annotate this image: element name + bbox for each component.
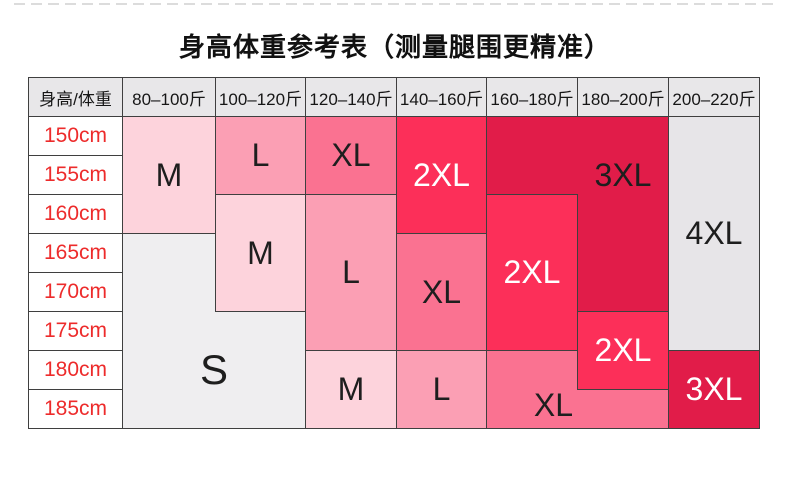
size-region-xl-1: XL bbox=[305, 116, 397, 195]
height-cell-165cm: 165cm bbox=[28, 233, 123, 273]
header-cell-160-180: 160–180斤 bbox=[486, 77, 578, 117]
height-cell-155cm: 155cm bbox=[28, 155, 123, 195]
size-region-3xl-bottom: 3XL bbox=[668, 350, 760, 429]
size-region-2xl-2: 2XL bbox=[486, 194, 578, 351]
size-region-4xl: 4XL bbox=[668, 116, 760, 351]
header-cell-80-100: 80–100斤 bbox=[122, 77, 216, 117]
size-region-l-1: L bbox=[215, 116, 306, 195]
size-region-s-part-a bbox=[122, 233, 215, 429]
size-region-l-3: L bbox=[396, 350, 487, 429]
size-region-3xl-top-part-b bbox=[577, 116, 669, 312]
height-cell-185cm: 185cm bbox=[28, 389, 123, 429]
size-region-s-part-b bbox=[215, 311, 306, 429]
size-region-xl-2: XL bbox=[396, 233, 487, 351]
height-cell-170cm: 170cm bbox=[28, 272, 123, 312]
top-dashed-divider bbox=[14, 3, 776, 5]
header-cell-corner: 身高/体重 bbox=[28, 77, 123, 117]
height-cell-180cm: 180cm bbox=[28, 350, 123, 390]
header-cell-120-140: 120–140斤 bbox=[305, 77, 397, 117]
height-cell-160cm: 160cm bbox=[28, 194, 123, 234]
size-region-2xl-1: 2XL bbox=[396, 116, 487, 234]
header-cell-100-120: 100–120斤 bbox=[215, 77, 306, 117]
size-region-m-2: M bbox=[215, 194, 306, 312]
page-title: 身高体重参考表（测量腿围更精准） bbox=[178, 32, 611, 62]
size-region-3xl-top-part-a bbox=[486, 116, 577, 195]
header-cell-200-220: 200–220斤 bbox=[668, 77, 760, 117]
size-region-2xl-3: 2XL bbox=[577, 311, 669, 390]
height-cell-175cm: 175cm bbox=[28, 311, 123, 351]
size-table: 身高/体重 80–100斤 100–120斤 120–140斤 140–160斤… bbox=[28, 77, 760, 429]
size-region-xl-bottom-part-a bbox=[486, 350, 577, 429]
header-cell-180-200: 180–200斤 bbox=[577, 77, 669, 117]
size-region-m-1: M bbox=[122, 116, 216, 234]
size-region-xl-bottom-part-b bbox=[577, 389, 669, 429]
height-cell-150cm: 150cm bbox=[28, 116, 123, 156]
size-region-l-2: L bbox=[305, 194, 397, 351]
header-cell-140-160: 140–160斤 bbox=[396, 77, 487, 117]
size-region-m-3: M bbox=[305, 350, 397, 429]
